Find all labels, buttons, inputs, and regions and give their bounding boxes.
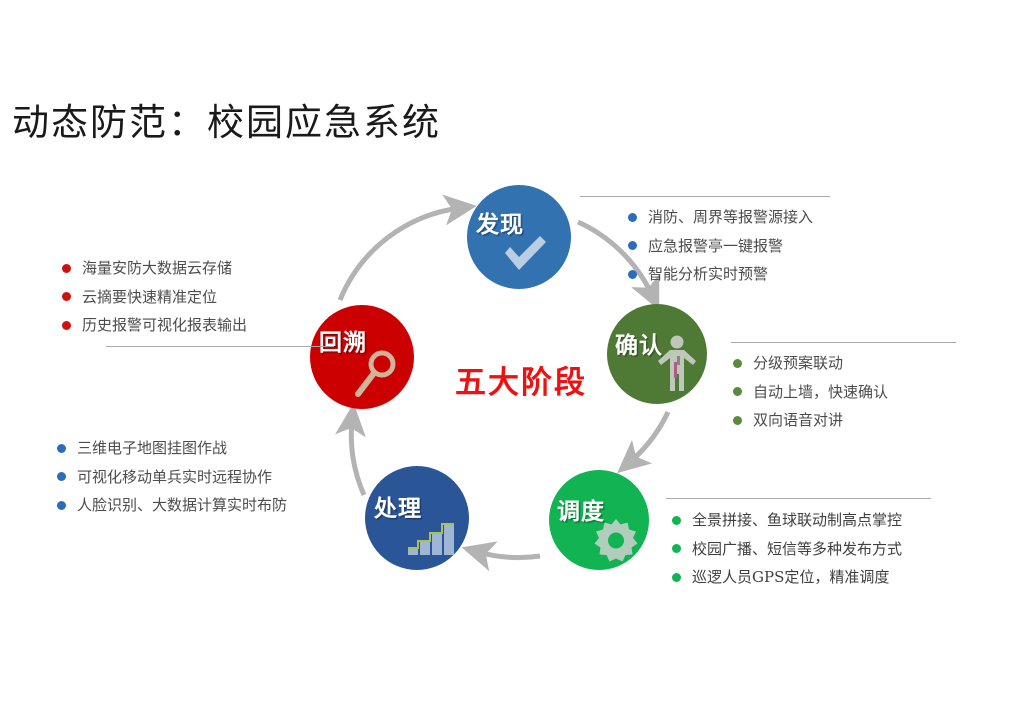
bullet-text: 可视化移动单兵实时远程协作: [77, 467, 273, 486]
bullet-dot-icon: [57, 500, 66, 510]
bullet-dot-icon: [62, 292, 71, 302]
bullet-text: 消防、周界等报警源接入: [648, 208, 814, 226]
list-item: 全景拼接、鱼球联动制高点掌控: [672, 512, 931, 529]
stage-label-diaodu: 调度: [557, 499, 605, 525]
list-item: 人脸识别、大数据计算实时布防: [57, 497, 287, 514]
group-divider: [106, 345, 334, 347]
stage-label-chuli: 处理: [374, 496, 422, 522]
bullet-text: 历史报警可视化报表输出: [82, 316, 248, 334]
bullet-dot-icon: [733, 415, 742, 425]
arrow-huisu-to-faxian: [337, 194, 477, 301]
stage-node-faxian[interactable]: 发现: [467, 185, 571, 289]
list-item: 巡逻人员GPS定位，精准调度: [672, 569, 931, 586]
bullet-text: 智能分析实时预警: [648, 265, 769, 283]
bullet-text: 人脸识别、大数据计算实时布防: [77, 496, 288, 514]
bullet-text: 巡逻人员GPS定位，精准调度: [692, 568, 890, 586]
bullet-dot-icon: [628, 269, 637, 279]
stage-node-chuli[interactable]: 处理: [365, 466, 469, 570]
stage-node-diaodu[interactable]: 调度: [549, 470, 649, 570]
bullet-dot-icon: [62, 320, 71, 330]
bullet-dot-icon: [62, 263, 71, 273]
list-item: 历史报警可视化报表输出: [62, 317, 334, 334]
list-item: 三维电子地图挂图作战: [57, 440, 287, 457]
bullet-text: 全景拼接、鱼球联动制高点掌控: [692, 511, 903, 529]
stage-label-faxian: 发现: [476, 212, 524, 238]
bullet-dot-icon: [628, 212, 637, 222]
stage-label-queren: 确认: [615, 333, 663, 359]
bullet-text: 分级预案联动: [753, 354, 844, 372]
list-item: 海量安防大数据云存储: [62, 260, 334, 277]
list-item: 可视化移动单兵实时远程协作: [57, 467, 287, 486]
bullet-group-huisu: 海量安防大数据云存储 云摘要快速精准定位 历史报警可视化报表输出: [62, 260, 334, 347]
list-item: 双向语音对讲: [733, 412, 956, 429]
magnifier-icon: [354, 349, 400, 403]
bullet-text: 三维电子地图挂图作战: [77, 439, 228, 457]
center-caption: 五大阶段: [455, 365, 587, 401]
bullet-text: 双向语音对讲: [753, 411, 844, 429]
bullet-dot-icon: [672, 544, 681, 554]
bullet-text: 应急报警亭一键报警: [648, 236, 784, 255]
list-item: 自动上墙，快速确认: [733, 382, 956, 401]
bullet-text: 云摘要快速精准定位: [82, 287, 218, 306]
list-item: 消防、周界等报警源接入: [628, 209, 830, 226]
list-item: 校园广播、短信等多种发布方式: [672, 539, 931, 558]
bullet-dot-icon: [57, 472, 66, 482]
page-title: 动态防范：校园应急系统: [12, 101, 441, 144]
bullet-dot-icon: [57, 443, 66, 453]
bullet-text: 海量安防大数据云存储: [82, 259, 233, 277]
stage-label-huisu: 回溯: [319, 330, 367, 356]
list-item: 云摘要快速精准定位: [62, 287, 334, 306]
bullet-group-chuli: 三维电子地图挂图作战 可视化移动单兵实时远程协作 人脸识别、大数据计算实时布防: [57, 440, 287, 526]
gear-icon: [593, 518, 639, 568]
bullet-text: 自动上墙，快速确认: [753, 382, 889, 401]
bullet-group-diaodu: 全景拼接、鱼球联动制高点掌控 校园广播、短信等多种发布方式 巡逻人员GPS定位，…: [666, 498, 931, 598]
check-icon: [501, 232, 549, 278]
arrow-diaodu-to-chuli: [461, 541, 541, 572]
stage-node-huisu[interactable]: 回溯: [310, 305, 414, 409]
list-item: 分级预案联动: [733, 355, 956, 372]
person-icon: [655, 334, 699, 398]
group-divider: [731, 342, 956, 343]
bullet-group-faxian: 消防、周界等报警源接入 应急报警亭一键报警 智能分析实时预警: [580, 196, 830, 295]
bar-chart-icon: [407, 520, 455, 562]
bullet-dot-icon: [672, 572, 681, 582]
bullet-dot-icon: [628, 241, 637, 251]
bullet-dot-icon: [733, 358, 742, 368]
bullet-dot-icon: [733, 387, 742, 397]
list-item: 智能分析实时预警: [628, 266, 830, 283]
stage-node-queren[interactable]: 确认: [607, 304, 707, 404]
group-divider: [666, 498, 931, 499]
arrow-queren-to-diaodu: [617, 410, 671, 474]
bullet-text: 校园广播、短信等多种发布方式: [692, 539, 903, 558]
bullet-group-queren: 分级预案联动 自动上墙，快速确认 双向语音对讲: [731, 342, 956, 441]
arrow-chuli-to-huisu: [335, 403, 367, 497]
group-divider: [580, 196, 830, 197]
bullet-dot-icon: [672, 515, 681, 525]
list-item: 应急报警亭一键报警: [628, 236, 830, 255]
